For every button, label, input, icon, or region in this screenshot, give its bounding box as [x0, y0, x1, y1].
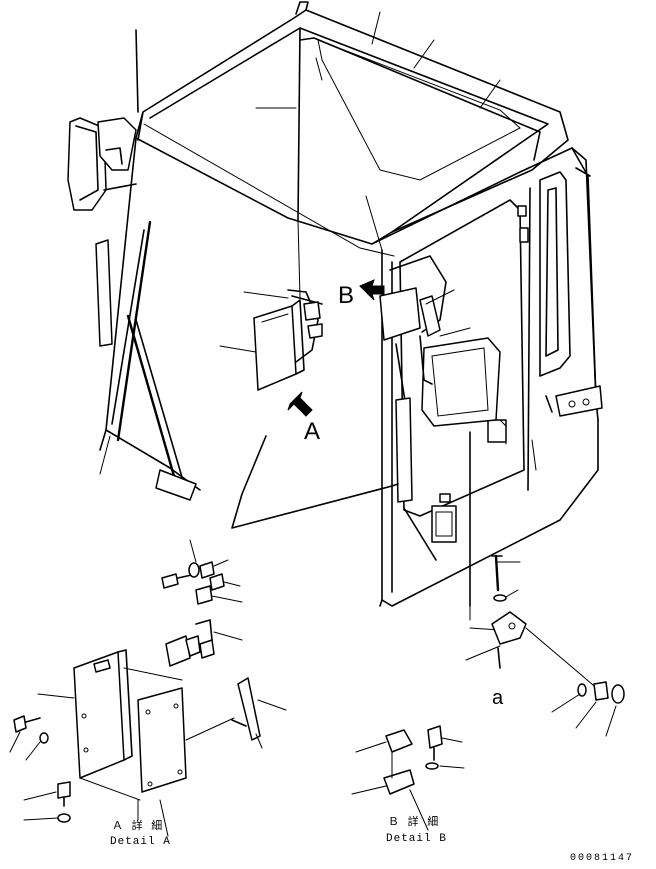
ref-a-label: a — [492, 687, 504, 709]
figure-code: 00081147 — [570, 853, 635, 864]
detail-a-caption-en: Detail A — [110, 836, 171, 848]
detail-b-caption-en: Detail B — [386, 833, 447, 845]
harness-loop — [231, 435, 399, 529]
wiper-controller — [253, 289, 323, 391]
cable-run — [143, 123, 395, 257]
door-stop-hardware — [469, 431, 625, 737]
cable-drop — [297, 219, 301, 299]
left-mirror-assembly — [67, 29, 139, 211]
detail-a-drawing — [9, 539, 287, 837]
wiper-assembly — [95, 220, 197, 501]
view-b-label: B — [338, 282, 355, 309]
arrow-a-icon — [287, 391, 313, 417]
detail-b-caption-jp: Ｂ 詳 細 — [388, 817, 440, 829]
arrow-b-icon — [359, 279, 385, 301]
detail-a-caption-jp: Ａ 詳 細 — [112, 821, 164, 833]
detail-b-drawing — [351, 725, 465, 831]
view-a-label: A — [304, 418, 321, 445]
right-mirror-assembly — [379, 255, 501, 561]
